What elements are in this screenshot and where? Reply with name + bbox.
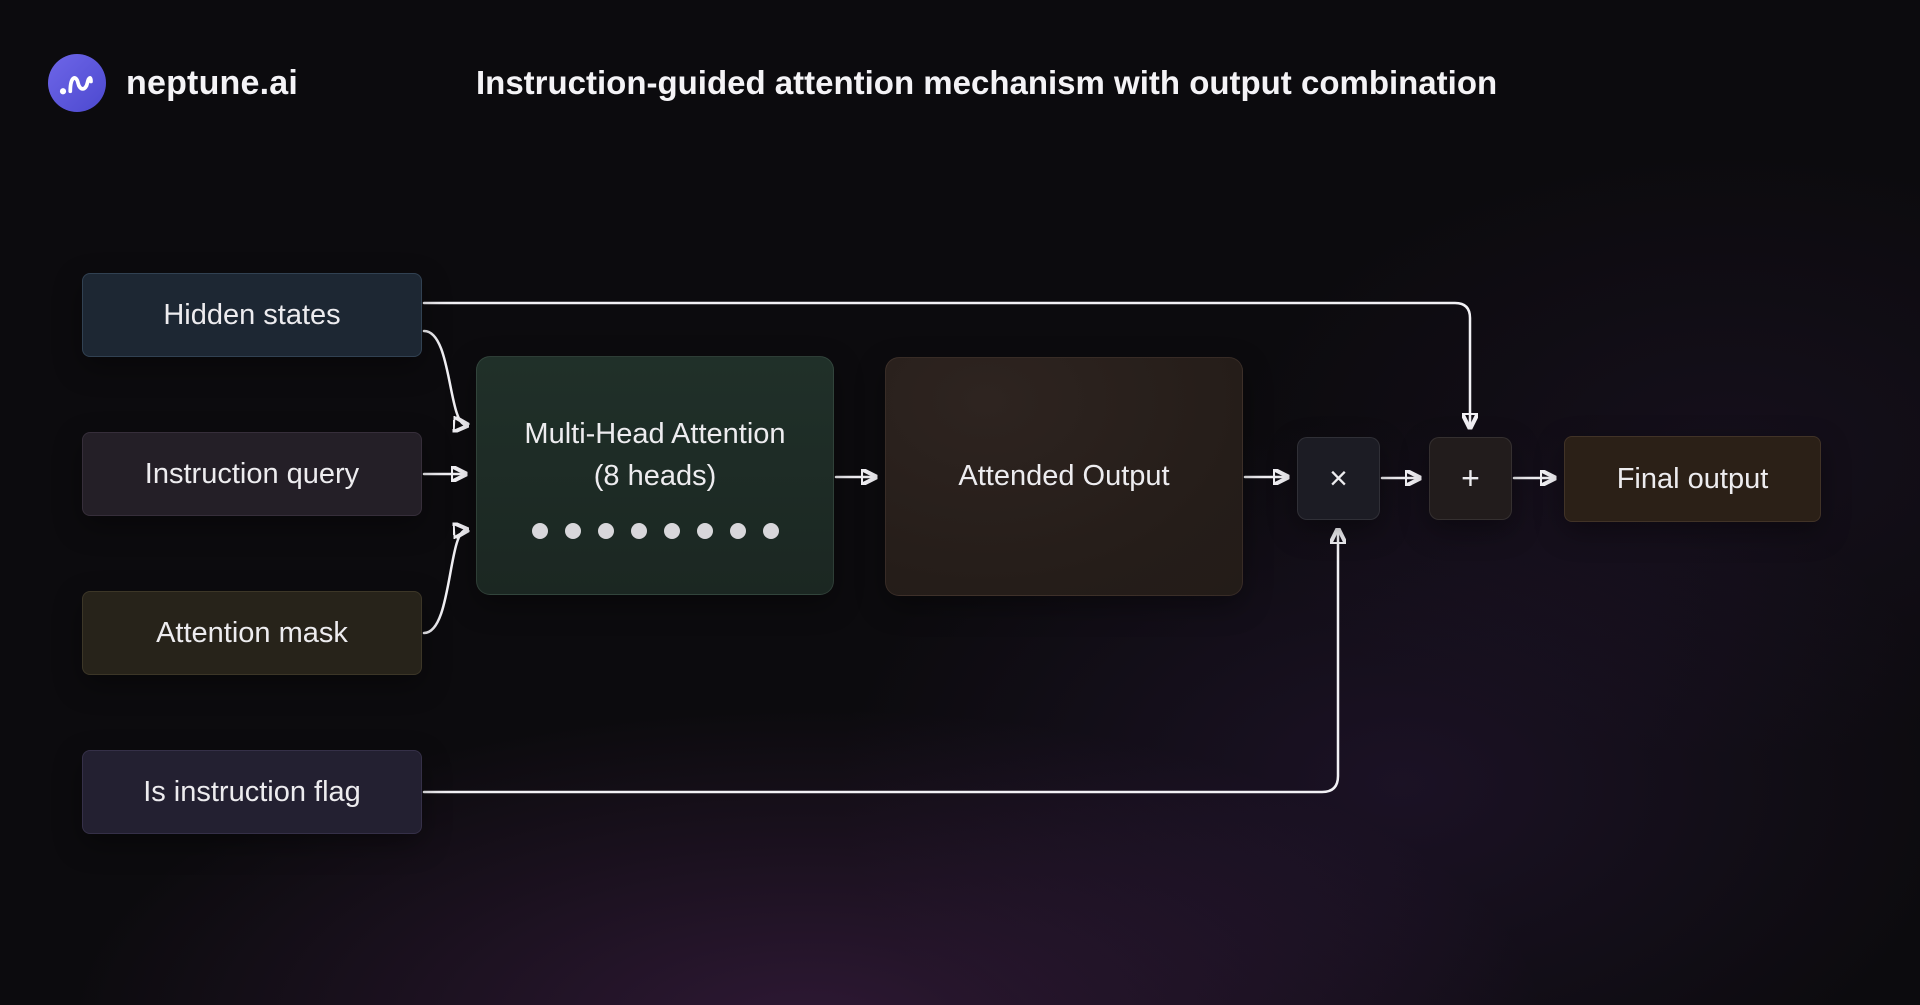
node-attention-mask-label: Attention mask [156,616,348,649]
head-dot [630,522,647,539]
head-dot [597,522,614,539]
node-attended-output-label: Attended Output [958,460,1170,492]
brand-name: neptune.ai [126,63,299,102]
head-dot [564,522,581,539]
node-instruction-query: Instruction query [82,432,422,516]
node-final-output: Final output [1564,436,1821,522]
add-operator-label: + [1461,460,1480,496]
head-dot [663,522,680,539]
diagram-title: Instruction-guided attention mechanism w… [476,64,1498,101]
attention-heads-dots [531,522,779,539]
head-dot [762,522,779,539]
node-multi-head-attention: Multi-Head Attention (8 heads) [476,356,834,595]
node-hidden-states: Hidden states [82,273,422,357]
head-dot [729,522,746,539]
node-attended-output: Attended Output [885,357,1243,596]
node-hidden-states-label: Hidden states [163,298,341,331]
arrow-attention-mask-to-mha [422,530,466,635]
head-dot [531,522,548,539]
node-attention-mask: Attention mask [82,591,422,675]
node-add-operator: + [1429,437,1512,520]
brand: neptune.ai [48,54,298,112]
multiply-operator-label: × [1329,460,1348,496]
mha-subtitle: (8 heads) [593,459,717,492]
node-multiply-operator: × [1297,437,1380,520]
node-is-instruction-flag-label: Is instruction flag [143,775,361,808]
node-is-instruction-flag: Is instruction flag [82,750,422,834]
mha-title: Multi-Head Attention [524,417,786,450]
node-instruction-query-label: Instruction query [144,457,360,490]
neptune-logo-icon [48,54,106,112]
node-final-output-label: Final output [1616,462,1769,495]
arrow-hidden-states-to-mha [422,329,466,425]
head-dot [696,522,713,539]
